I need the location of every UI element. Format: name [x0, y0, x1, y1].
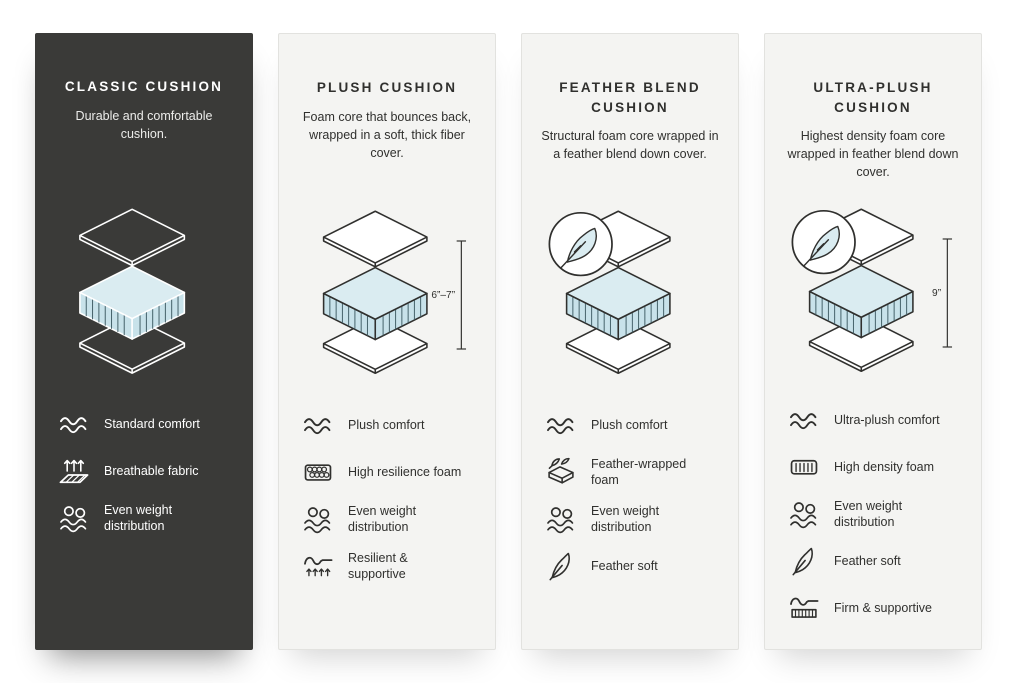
foam-core-layer: [322, 267, 428, 341]
feature-label: Plush comfort: [348, 417, 425, 432]
feature-label: Plush comfort: [591, 417, 668, 432]
feature-item: Feather soft: [787, 544, 963, 578]
feature-label: Feather soft: [591, 558, 658, 573]
feather-badge-icon: [803, 225, 840, 267]
cushion-diagram: [53, 183, 235, 401]
feature-item: Feather-wrapped foam: [544, 455, 720, 489]
feature-label: Resilient & supportive: [348, 550, 408, 581]
feature-list: Ultra-plush comfort High density foam Ev…: [783, 403, 963, 625]
card-description: Highest density foam core wrapped in fea…: [787, 129, 959, 180]
feather-badge: [548, 212, 613, 277]
feature-item: Resilient & supportive: [301, 549, 477, 583]
height-measurement: 6”–7”: [431, 240, 467, 350]
foam-hatch-lines: [572, 296, 665, 337]
bottom-cover-layer: [79, 316, 186, 375]
feature-label: Feather-wrapped foam: [591, 456, 687, 487]
feature-label: Even weight distribution: [104, 502, 173, 533]
feature-item: Even weight distribution: [57, 501, 235, 535]
feature-item: Even weight distribution: [544, 502, 720, 536]
cushion-illustration: 6”–7”: [322, 210, 467, 375]
weight-distribution-icon: [57, 501, 91, 535]
feather-icon: [544, 549, 578, 583]
feature-item: Ultra-plush comfort: [787, 403, 963, 437]
honeycomb-foam-icon: [301, 455, 335, 489]
card-title: PLUSH CUSHION: [316, 80, 458, 95]
feature-item: High resilience foam: [301, 455, 477, 489]
card-title: ULTRA-PLUSH CUSHION: [813, 80, 933, 115]
bottom-cover-layer: [565, 317, 671, 375]
cushion-diagram: 6”–7”: [297, 184, 477, 402]
card-description: Durable and comfortable cushion.: [75, 108, 213, 141]
foam-core-layer: [808, 264, 914, 339]
weight-distribution-icon: [787, 497, 821, 531]
feather-badge-icon: [560, 228, 597, 269]
cushion-card-ultra-plush: ULTRA-PLUSH CUSHION Highest density foam…: [764, 33, 982, 650]
measurement-label: 9”: [932, 288, 942, 299]
bottom-cover-layer: [322, 317, 428, 375]
feather-wrapped-foam-icon: [544, 455, 578, 489]
weight-distribution-icon: [544, 502, 578, 536]
cushion-illustration: 9”: [791, 208, 953, 372]
feature-label: Feather soft: [834, 553, 901, 568]
feature-item: Feather soft: [544, 549, 720, 583]
feature-label: Firm & supportive: [834, 600, 932, 615]
feature-label: Even weight distribution: [348, 503, 417, 534]
feature-item: Firm & supportive: [787, 591, 963, 625]
waves-icon: [787, 403, 821, 437]
cushion-diagram: [540, 184, 720, 402]
cushion-illustration: [79, 208, 186, 375]
feature-list: Plush comfort Feather-wrapped foam Even …: [540, 408, 720, 583]
high-density-foam-icon: [787, 450, 821, 484]
feather-icon: [787, 544, 821, 578]
foam-core-layer: [79, 265, 186, 341]
weight-distribution-icon: [301, 502, 335, 536]
height-measurement: 9”: [932, 238, 953, 348]
foam-hatch-lines: [815, 294, 908, 334]
feature-list: Standard comfort Breathable fabric Even …: [53, 407, 235, 535]
feature-item: Even weight distribution: [301, 502, 477, 536]
waves-icon: [301, 408, 335, 442]
feather-badge: [791, 209, 856, 275]
top-cover-layer: [79, 208, 186, 267]
feature-item: Plush comfort: [301, 408, 477, 442]
cushion-diagram: 9”: [783, 184, 963, 397]
cushion-illustration: [548, 210, 671, 375]
cushion-card-plush: PLUSH CUSHION Foam core that bounces bac…: [278, 33, 496, 650]
card-title: CLASSIC CUSHION: [64, 79, 224, 94]
card-header: PLUSH CUSHION Foam core that bounces bac…: [297, 60, 477, 184]
waves-icon: [57, 407, 91, 441]
feature-label: Ultra-plush comfort: [834, 412, 940, 427]
feature-item: Plush comfort: [544, 408, 720, 442]
feature-label: High resilience foam: [348, 464, 462, 479]
feature-list: Plush comfort High resilience foam Even …: [297, 408, 477, 583]
feature-item: Even weight distribution: [787, 497, 963, 531]
feature-label: Even weight distribution: [834, 498, 903, 529]
bottom-cover-layer: [808, 314, 914, 372]
feature-item: Breathable fabric: [57, 454, 235, 488]
foam-core-layer: [565, 267, 671, 341]
cushion-card-classic: CLASSIC CUSHION Durable and comfortable …: [35, 33, 253, 650]
card-description: Foam core that bounces back, wrapped in …: [302, 109, 472, 160]
breathable-fabric-icon: [57, 454, 91, 488]
top-cover-layer: [322, 210, 428, 268]
card-header: FEATHER BLEND CUSHION Structural foam co…: [540, 60, 720, 184]
feature-label: Even weight distribution: [591, 503, 660, 534]
measurement-label: 6”–7”: [431, 290, 455, 301]
foam-hatch-lines: [85, 295, 179, 336]
feature-label: Breathable fabric: [104, 463, 199, 478]
card-description: Structural foam core wrapped in a feathe…: [541, 129, 719, 162]
feature-label: Standard comfort: [104, 416, 200, 431]
feature-item: High density foam: [787, 450, 963, 484]
feature-item: Standard comfort: [57, 407, 235, 441]
card-row: CLASSIC CUSHION Durable and comfortable …: [35, 33, 982, 650]
resilient-supportive-icon: [301, 549, 335, 583]
foam-hatch-lines: [329, 296, 422, 337]
feature-label: High density foam: [834, 459, 935, 474]
card-title: FEATHER BLEND CUSHION: [559, 80, 701, 115]
waves-icon: [544, 408, 578, 442]
firm-supportive-icon: [787, 591, 821, 625]
card-header: ULTRA-PLUSH CUSHION Highest density foam…: [783, 60, 963, 184]
card-header: CLASSIC CUSHION Durable and comfortable …: [53, 59, 235, 183]
cushion-card-feather-blend: FEATHER BLEND CUSHION Structural foam co…: [521, 33, 739, 650]
